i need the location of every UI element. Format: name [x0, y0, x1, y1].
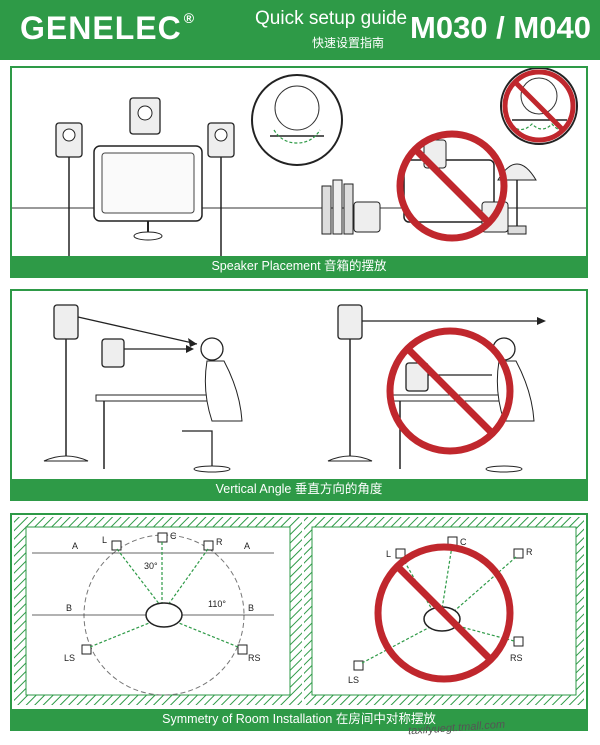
book-3 — [343, 183, 354, 235]
good-desk-top — [95, 394, 225, 402]
angle-label-110: 110° — [208, 599, 226, 609]
symmetry-prohibition-ring — [374, 543, 514, 683]
brand-logo: GENELEC® — [20, 10, 196, 46]
bad-detail-woofer — [520, 77, 558, 115]
bad-setup-prohibition-slash — [412, 146, 492, 226]
right-label-rs: RS — [510, 653, 523, 663]
left-speaker-c — [157, 532, 168, 543]
vertical-prohibition-slash — [405, 346, 495, 436]
lamp-base — [507, 225, 527, 235]
right-label-r: R — [526, 547, 533, 557]
good-detail-wave — [273, 129, 321, 144]
good-listener-body — [204, 360, 243, 422]
left-speaker-ls — [81, 644, 92, 655]
right-speaker-rs — [513, 636, 524, 647]
angle-label-30: 30° — [144, 561, 158, 571]
left-label-ls: LS — [64, 653, 75, 663]
good-chair-base — [193, 465, 231, 473]
dim-label-b-left: B — [66, 603, 72, 613]
good-detail-woofer — [274, 85, 320, 131]
good-stand-speaker — [53, 304, 79, 340]
speaker-placement-illustration — [12, 68, 586, 256]
center-speaker-woofer — [137, 105, 153, 121]
book-2 — [332, 179, 343, 235]
bad-upper-arrow — [537, 317, 546, 325]
right-label-c: C — [460, 537, 467, 547]
vertical-angle-panel: Vertical Angle 垂直方向的角度 — [10, 289, 588, 501]
good-listener-head — [200, 337, 224, 361]
left-label-rs: RS — [248, 653, 261, 663]
book-1 — [321, 185, 332, 235]
bad-stand-speaker — [337, 304, 363, 340]
good-lower-arrow — [186, 345, 194, 353]
bad-left-speaker — [353, 201, 381, 233]
bad-detail-prohibition-ring — [502, 69, 576, 143]
left-speaker-l — [111, 540, 122, 551]
guide-title-cn: 快速设置指南 — [312, 36, 385, 50]
symmetry-panel: A A B B L C R LS RS 30° 110° L C — [10, 513, 588, 731]
symmetry-illustration: A A B B L C R LS RS 30° 110° L C — [14, 517, 584, 705]
vertical-angle-illustration — [43, 304, 546, 473]
vertical-prohibition-ring — [386, 327, 514, 455]
symmetry-prohibition-slash — [395, 564, 493, 662]
speaker-placement-panel: Speaker Placement 音箱的摆放 — [10, 66, 588, 278]
good-desk-speaker — [101, 338, 125, 368]
right-label-l: L — [386, 549, 391, 559]
bad-desk-speaker — [405, 362, 429, 392]
good-upper-beam — [77, 316, 198, 345]
dim-label-a-left: A — [72, 541, 78, 551]
left-speaker-woofer — [62, 128, 76, 142]
good-listener-legs — [182, 430, 213, 469]
monitor-inner — [101, 152, 195, 214]
bad-chair-base — [485, 465, 523, 473]
speaker-placement-caption: Speaker Placement 音箱的摆放 — [12, 256, 586, 276]
left-speaker-r — [203, 540, 214, 551]
vertical-angle-caption: Vertical Angle 垂直方向的角度 — [12, 479, 586, 499]
left-label-r: R — [216, 537, 223, 547]
right-speaker-r — [513, 548, 524, 559]
right-speaker-l — [395, 548, 406, 559]
header-bar: GENELEC® Quick setup guide 快速设置指南 M030 /… — [0, 0, 600, 60]
dim-label-b-right: B — [248, 603, 254, 613]
dim-label-a-right: A — [244, 541, 250, 551]
left-label-l: L — [102, 535, 107, 545]
bad-detail-prohibition-slash — [513, 80, 565, 132]
model-names: M030 / M040 — [410, 10, 591, 45]
left-speaker-rs — [237, 644, 248, 655]
right-speaker-ls — [353, 660, 364, 671]
left-sound-paths — [89, 542, 239, 648]
guide-title: Quick setup guide — [255, 8, 408, 29]
left-listener — [145, 602, 183, 628]
left-label-c: C — [170, 531, 177, 541]
bad-stand-base — [327, 455, 373, 462]
right-speaker-woofer — [214, 128, 228, 142]
symmetry-caption: Symmetry of Room Installation 在房间中对称摆放 — [12, 709, 586, 729]
right-label-ls: LS — [348, 675, 359, 685]
bad-setup-prohibition-ring — [396, 130, 508, 242]
bad-detail-wave — [511, 123, 568, 131]
good-stand-base — [43, 455, 89, 462]
good-upper-arrow — [188, 338, 197, 347]
monitor-base — [133, 231, 163, 241]
